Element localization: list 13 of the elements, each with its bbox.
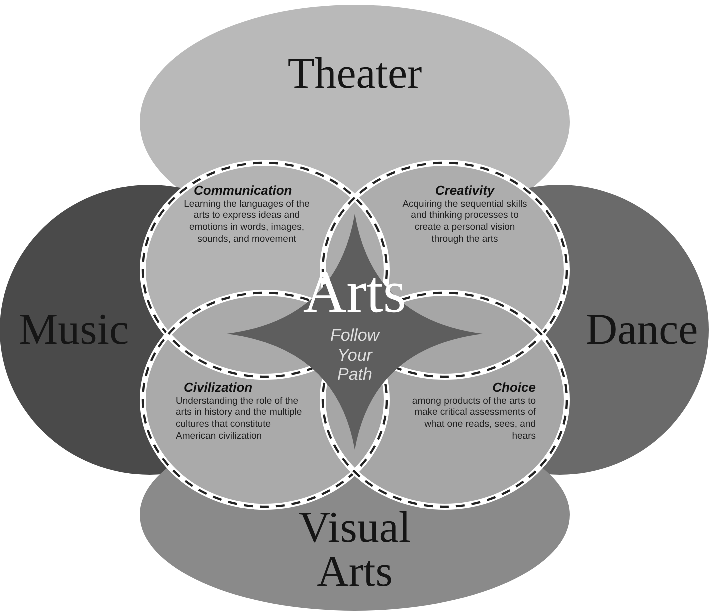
region-title: Dance [584, 308, 700, 352]
region-heading: Civilization [183, 380, 254, 396]
region-heading: Communication [193, 183, 294, 199]
region-description: among products of the arts to make critical assessments of what one reads, sees, and hears [411, 396, 536, 444]
region-description: Learning the languages of the arts to express ideas and emotions in words, images, sounds, and movement [183, 198, 311, 246]
region-description: Understanding the role of the arts in history and the multiple cultures that constitute American civilization [176, 396, 304, 444]
center-subtitle: Follow Your Path [329, 326, 382, 385]
region-title: Theater [286, 52, 424, 96]
region-title: Visual Arts [298, 506, 412, 594]
center-title: Arts [302, 262, 408, 322]
region-heading: Creativity [434, 183, 496, 199]
region-description: Acquiring the sequential skills and thinking processes to create a personal vision through the arts [402, 198, 528, 246]
region-heading: Choice [492, 380, 536, 396]
